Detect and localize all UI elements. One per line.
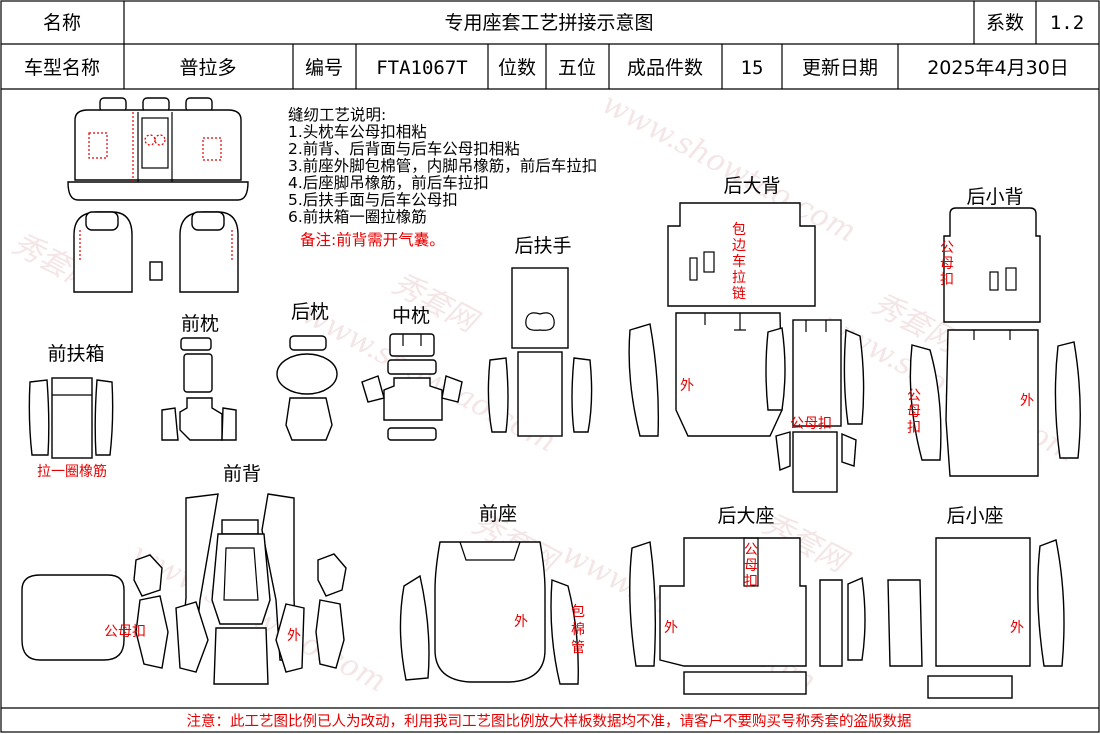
- label-rear-big-back: 后大背: [723, 175, 780, 197]
- notes-remark: 备注:前背需开气囊。: [300, 231, 445, 249]
- note-item: 5.后扶手面与后车公母扣: [288, 191, 458, 209]
- rear-armrest-pieces: [487, 267, 593, 437]
- front-headrest-pieces: [161, 337, 237, 441]
- label-rear-armrest: 后扶手: [514, 235, 571, 257]
- rear-small-seat-pieces: 外: [887, 537, 1065, 699]
- coef-value: 1.2: [1050, 12, 1084, 34]
- note-tube: 包: [571, 604, 585, 620]
- note-outer: 外: [287, 628, 301, 644]
- count-value: 15: [741, 57, 764, 79]
- note-snap: 公: [940, 240, 954, 256]
- middle-headrest-pieces: [361, 333, 463, 441]
- label-front-seat: 前座: [479, 503, 517, 525]
- note-snap: 扣: [940, 272, 954, 288]
- note-item: 3.前座外脚包棉管，内脚吊橡筋，前后车拉扣: [288, 157, 597, 175]
- note-edge: 边: [732, 238, 746, 254]
- label-rear-small-back: 后小背: [966, 186, 1023, 208]
- label-rear-small-seat: 后小座: [946, 505, 1003, 527]
- front-seat-pieces: 外 包 棉 管: [399, 541, 585, 685]
- note-edge: 链: [732, 286, 746, 302]
- coef-label: 系数: [986, 12, 1024, 34]
- note-item: 1.头枕车公母扣相粘: [288, 123, 427, 141]
- front-console-pieces: 拉一圈橡筋: [28, 377, 114, 480]
- note-elastic: 拉一圈橡筋: [37, 463, 107, 480]
- note-snap: 母: [940, 256, 954, 272]
- note-snap: 公: [744, 542, 758, 558]
- note-edge: 拉: [732, 270, 746, 286]
- code-label: 编号: [305, 57, 343, 79]
- date-label: 更新日期: [802, 57, 878, 79]
- watermark-cn: 秀套网: [386, 266, 485, 341]
- footer-notice: 注意：此工艺图比例已人为改动，利用我司工艺图比例放大样板数据均不准，请客户不要购…: [187, 712, 912, 730]
- seat-overview: [67, 97, 249, 293]
- note-snap: 母: [744, 558, 758, 574]
- page-title: 专用座套工艺拼接示意图: [444, 12, 653, 34]
- note-snap: 公母扣: [104, 624, 146, 640]
- note-outer: 外: [514, 614, 528, 630]
- name-label: 名称: [43, 12, 81, 34]
- rear-big-seat-pieces: 公 母 扣 外: [629, 537, 866, 695]
- note-tube: 管: [571, 640, 585, 656]
- note-item: 2.前背、后背面与后车公母扣相粘: [288, 140, 520, 158]
- note-tube: 棉: [571, 621, 585, 638]
- rear-small-back-pieces: 公 母 扣 外 公 母 扣: [907, 207, 1081, 477]
- label-middle-headrest: 中枕: [392, 305, 430, 327]
- note-outer: 外: [1010, 620, 1024, 636]
- rear-headrest-pieces: [276, 335, 338, 441]
- count-label: 成品件数: [627, 57, 703, 79]
- label-front-back: 前背: [223, 463, 261, 485]
- label-rear-headrest: 后枕: [291, 301, 329, 323]
- label-rear-big-seat: 后大座: [717, 505, 774, 527]
- group-labels: 前枕 后枕 中枕 后扶手 后大背 后小背 前扶箱 前背 前座 后大座 后小座: [47, 175, 1023, 527]
- rear-big-back-pieces: 包 边 车 拉 链 外 公母扣: [628, 202, 865, 493]
- note-item: 6.前扶箱一圈拉橡筋: [288, 208, 427, 226]
- note-edge: 车: [732, 253, 746, 270]
- code-value: FTA1067T: [376, 57, 468, 79]
- model-value: 普拉多: [179, 57, 236, 79]
- sewing-notes: 缝纫工艺说明: 1.头枕车公母扣相粘 2.前背、后背面与后车公母扣相粘 3.前座…: [288, 106, 597, 249]
- note-snap: 扣: [907, 420, 921, 436]
- date-value: 2025年4月30日: [927, 57, 1069, 79]
- model-label: 车型名称: [24, 57, 100, 79]
- seat-label: 位数: [498, 57, 536, 79]
- label-front-headrest: 前枕: [181, 313, 219, 335]
- label-front-console: 前扶箱: [47, 343, 104, 365]
- note-outer: 外: [664, 620, 678, 636]
- note-outer: 外: [680, 378, 694, 394]
- seat-value: 五位: [558, 57, 596, 79]
- note-item: 4.后座脚吊橡筋，前后车拉扣: [288, 174, 489, 192]
- front-back-pieces: 公母扣 外: [21, 493, 347, 685]
- note-snap: 母: [907, 404, 921, 420]
- notes-title: 缝纫工艺说明:: [288, 106, 386, 124]
- note-snap: 公: [907, 388, 921, 404]
- note-snap: 扣: [744, 574, 758, 590]
- note-snap: 公母扣: [790, 416, 832, 432]
- note-edge: 包: [732, 222, 746, 238]
- note-outer: 外: [1020, 393, 1034, 409]
